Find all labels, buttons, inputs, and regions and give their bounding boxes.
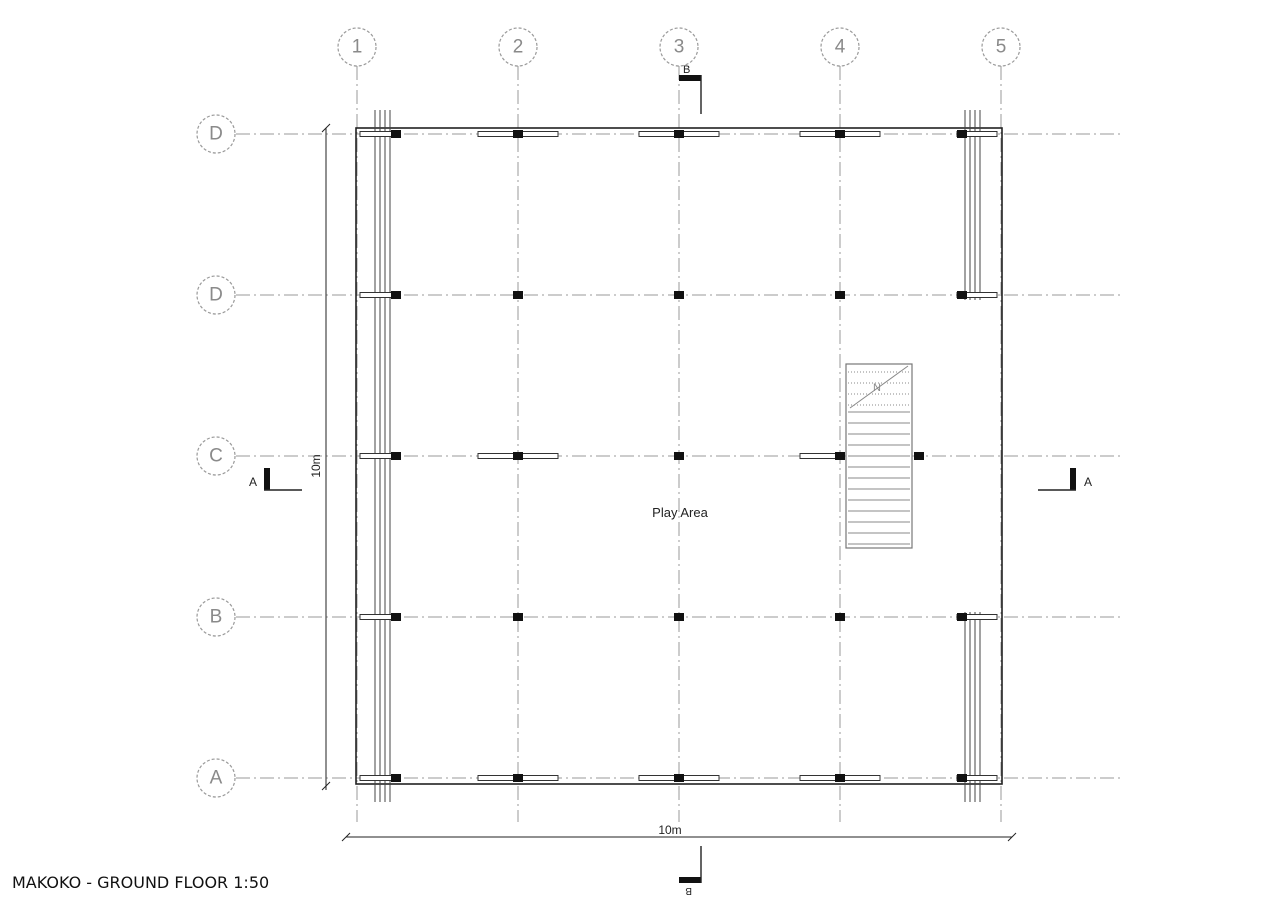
section-b-bottom-text: B [685,885,692,896]
row-bubble-label: D [209,285,223,306]
beam-joint [391,452,401,460]
beam-joint [391,291,401,299]
beam-joint [391,613,401,621]
vertical-dimension-text: 10m [309,454,323,477]
beam-joint [674,613,684,621]
pile-bundle-right-bottom [964,612,981,802]
beam-joint [957,130,967,138]
beam-joint [513,452,523,460]
section-marker-a-left: A [249,468,302,491]
stair-arrow-label: N [873,382,881,394]
drawing-title: MAKOKO - GROUND FLOOR 1:50 [12,873,270,892]
section-marker-b-bottom: B [679,846,702,896]
row-bubble-4: B [196,597,236,637]
row-axis-bubbles: D D C B A [196,114,236,798]
column-bubble-label: 5 [996,37,1007,58]
pile-bundle-right-top [964,110,981,300]
row-bubble-1: D [196,114,236,154]
section-marker-a-right: A [1038,468,1092,491]
row-bubble-label: B [210,607,223,628]
beam-elements [359,130,998,782]
column-bubble-2: 2 [498,27,538,67]
vertical-dimension: 10m [309,123,331,791]
column-bubble-label: 4 [835,37,846,58]
beam-joint [513,613,523,621]
beam-joint [957,613,967,621]
beam-joint [674,130,684,138]
row-bubble-5: A [196,758,236,798]
column-bubble-5: 5 [981,27,1021,67]
beam-joint [835,291,845,299]
beam-joint [957,774,967,782]
beam-joint [914,452,924,460]
column-bubble-label: 1 [352,37,363,58]
grid-lines [236,66,1120,822]
horizontal-dimension-text: 10m [658,823,681,837]
beam-joint [513,774,523,782]
section-a-left-text: A [249,475,257,489]
section-a-right-text: A [1084,475,1092,489]
beam-joint [513,291,523,299]
beam-joint [835,130,845,138]
beam-joint [674,774,684,782]
row-bubble-label: D [209,124,223,145]
column-bubble-label: 2 [513,37,524,58]
beam-joint [835,452,845,460]
beam-joint [957,291,967,299]
beam-joint [391,774,401,782]
beam-joint [513,130,523,138]
row-bubble-label: A [210,768,223,789]
column-bubble-label: 3 [674,37,685,58]
room-label-play-area: Play Area [652,505,708,520]
row-bubble-2: D [196,275,236,315]
beam-joint [391,130,401,138]
row-bubble-3: C [196,436,236,476]
column-bubble-3: 3 [659,27,699,67]
column-bubble-1: 1 [337,27,377,67]
section-marker-b-top: B [679,64,702,114]
beam [799,453,841,459]
beam-joint [674,291,684,299]
row-bubble-label: C [209,446,223,467]
building-outline [355,127,1003,785]
beam-joint [835,774,845,782]
horizontal-dimension: 10m [341,823,1017,842]
column-axis-bubbles: 1 2 3 4 5 [337,27,1021,67]
column-bubble-4: 4 [820,27,860,67]
beam-joint [835,613,845,621]
beam-joint [674,452,684,460]
section-b-top-text: B [683,64,690,76]
staircase: N [845,363,913,549]
